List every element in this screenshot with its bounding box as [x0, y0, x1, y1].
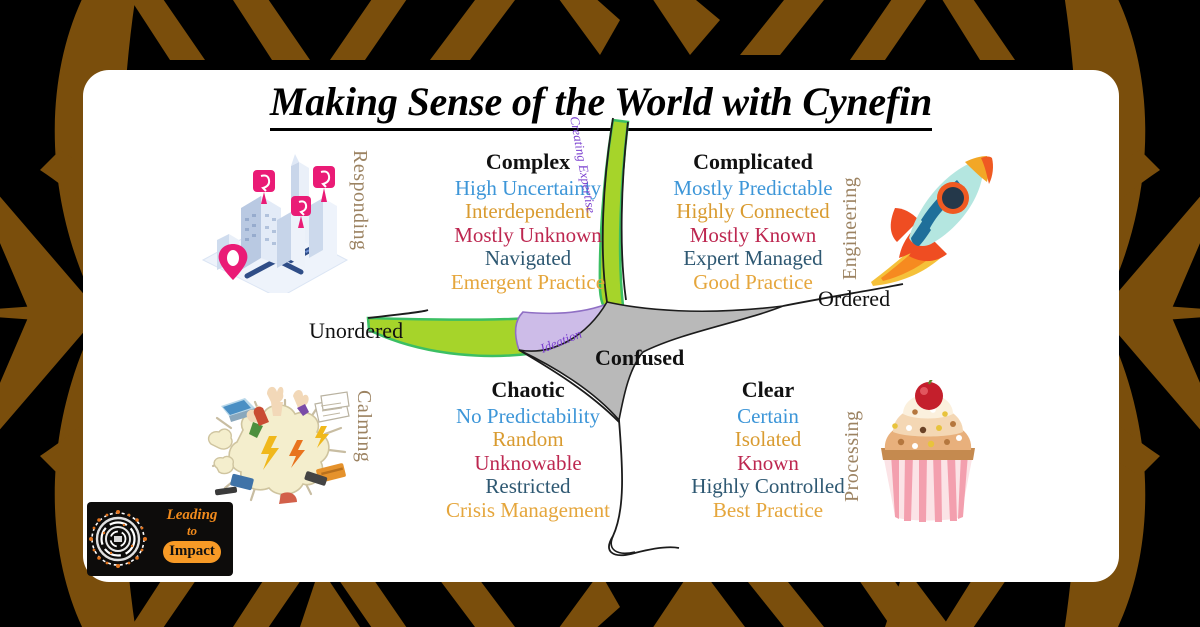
quadrant-chaotic-line-5: Crisis Management: [446, 497, 610, 522]
quadrant-complicated: Complicated Mostly Predictable Highly Co…: [628, 149, 878, 294]
quadrant-chaotic-line-3: Unknowable: [474, 450, 582, 475]
label-ordered: Ordered: [818, 286, 891, 311]
quadrant-chaotic-line-2: Random: [492, 427, 564, 452]
quadrant-chaotic-line-1: No Predictability: [455, 403, 601, 428]
quadrant-complex-line-5: Emergent Practice: [450, 269, 606, 294]
quadrant-clear-line-5: Best Practice: [712, 497, 824, 522]
quadrant-chaotic-heading: Chaotic: [491, 377, 565, 402]
quadrant-complex-line-1: High Uncertainty: [454, 175, 602, 200]
quadrant-complex-line-3: Mostly Unknown: [454, 222, 602, 247]
quadrant-clear: Clear Certain Isolated Known Highly Cont…: [643, 377, 893, 522]
page-title-text: Making Sense of the World with Cynefin: [269, 78, 932, 131]
quadrant-complicated-line-1: Mostly Predictable: [673, 175, 833, 200]
quadrant-chaotic-line-4: Restricted: [485, 474, 571, 499]
quadrant-complicated-line-2: Highly Connected: [676, 199, 830, 224]
page-title: Making Sense of the World with Cynefin: [83, 78, 1119, 131]
label-unordered: Unordered: [309, 318, 404, 343]
quadrant-complex-heading: Complex: [485, 149, 571, 174]
quadrant-complicated-heading: Complicated: [693, 149, 813, 174]
quadrant-complicated-line-4: Expert Managed: [683, 246, 823, 271]
outline-unordered-arm: [367, 309, 429, 319]
rocket-illustration: [871, 156, 993, 286]
quadrant-complicated-line-5: Good Practice: [693, 269, 813, 294]
outline-tail-hook: [610, 535, 636, 554]
explosion-chaos-illustration: [207, 386, 350, 504]
quadrant-clear-line-1: Certain: [737, 403, 799, 428]
label-confused: Confused: [595, 345, 685, 370]
isometric-city-illustration: [201, 154, 349, 293]
logo[interactable]: Leading to Impact: [87, 502, 233, 576]
quadrant-clear-line-3: Known: [737, 450, 799, 475]
quadrant-clear-line-4: Highly Controlled: [691, 474, 845, 499]
quadrant-complex-line-2: Interdependent: [465, 199, 591, 224]
logo-line-to: to: [186, 522, 198, 538]
quadrant-clear-line-2: Isolated: [734, 427, 802, 452]
quadrant-complex-line-4: Navigated: [484, 246, 572, 271]
quadrant-complex: Complex High Uncertainty Interdependent …: [413, 149, 643, 294]
logo-text: Leading to Impact: [153, 507, 231, 563]
quadrant-clear-heading: Clear: [741, 377, 795, 402]
logo-line-impact: Impact: [163, 540, 221, 563]
labyrinth-icon: [89, 510, 147, 568]
content-card: Making Sense of the World with Cynefin C…: [83, 70, 1119, 582]
logo-line-leading: Leading: [166, 507, 218, 523]
quadrant-complicated-line-3: Mostly Known: [689, 222, 817, 247]
quadrant-chaotic: Chaotic No Predictability Random Unknowa…: [413, 377, 643, 522]
cupcake-illustration: [881, 380, 975, 522]
label-ideation: Ideation: [538, 325, 584, 356]
